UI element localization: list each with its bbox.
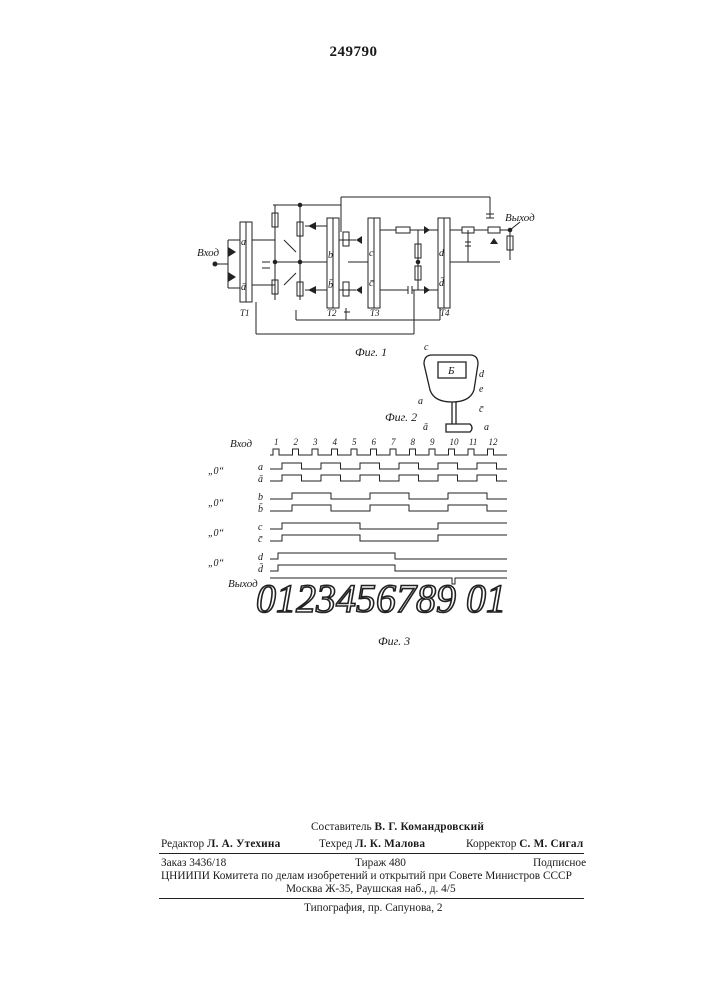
pulse-number: 1 [274,437,279,447]
pulse-number: 2 [294,437,299,447]
editor-name: Л. А. Утехина [207,838,280,850]
wave-c [270,523,507,529]
row-a-label: a [258,462,263,473]
row-d-bar-label: d̄ [258,563,264,575]
digit-sequence: 0123456789 01 [256,576,506,621]
fig3-output-label: Выход [228,578,258,590]
wave-c-bar [270,535,507,541]
compiler-name: В. Г. Командровский [375,821,485,833]
footer-rule [159,853,584,854]
corrector-name: С. М. Сигал [519,838,583,850]
wave-d [270,553,507,559]
footer-rule-2 [159,898,584,899]
pulse-number: 9 [430,437,435,447]
zero-label-b: „0“ [208,498,225,509]
printing-house: Типография, пр. Сапунова, 2 [304,903,443,914]
pulse-number: 3 [312,437,318,447]
institute-line: ЦНИИПИ Комитета по делам изобретений и о… [161,871,572,882]
techred-name: Л. К. Малова [355,838,425,850]
subscription-note: Подписное [533,858,586,869]
order-number: Заказ 3436/18 [161,858,226,869]
row-c-bar-label: c̄ [258,534,263,545]
compiler-label: Составитель [311,821,372,833]
pulse-number: 4 [333,437,338,447]
techred-line: Техред Л. К. Малова [319,839,425,850]
wave-a [270,463,507,469]
compiler-line: Составитель В. Г. Командровский [311,822,484,833]
corrector-line: Корректор С. М. Сигал [466,839,583,850]
row-b-label: b [258,492,263,503]
row-b-bar-label: b̄ [258,503,263,515]
pulse-number: 7 [391,437,396,447]
editor-label: Редактор [161,838,204,850]
fig3-input-label: Вход [230,438,253,450]
zero-label-c: „0“ [208,528,225,539]
row-d-label: d [258,552,264,563]
address-line: Москва Ж-35, Раушская наб., д. 4/5 [286,884,456,895]
pulse-number: 11 [469,437,477,447]
print-run: Тираж 480 [355,858,406,869]
wave-a-bar [270,475,507,481]
techred-label: Техред [319,838,352,850]
zero-label-d: „0“ [208,558,225,569]
pulse-number: 8 [411,437,416,447]
pulse-number: 12 [489,437,499,447]
wave-b-bar [270,505,507,511]
pulse-number: 6 [372,437,377,447]
row-a-bar-label: ā [258,474,263,485]
wave-d-bar [270,565,507,571]
pulse-number: 5 [352,437,357,447]
editor-line: Редактор Л. А. Утехина [161,839,280,850]
corrector-label: Корректор [466,838,516,850]
pulse-number: 10 [450,437,460,447]
zero-label-a: „0“ [208,466,225,477]
input-wave [270,449,507,455]
wave-b [270,493,507,499]
row-c-label: c [258,522,263,533]
fig3-caption: Фиг. 3 [378,634,410,648]
